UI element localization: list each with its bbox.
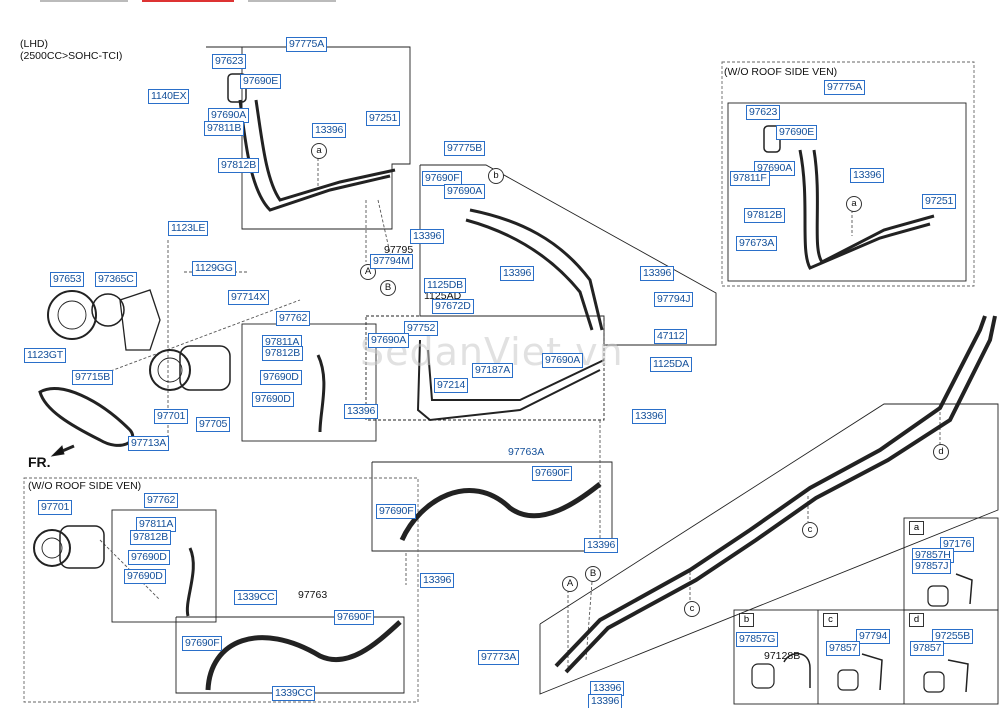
part-callout[interactable]: 97773A xyxy=(478,650,520,665)
marker-B: B xyxy=(585,566,601,582)
part-callout[interactable]: 97690D xyxy=(124,569,166,584)
part-callout[interactable]: 97701 xyxy=(154,409,189,424)
part-callout[interactable]: 1123LE xyxy=(168,221,209,236)
marker-c: c xyxy=(802,522,818,538)
part-callout[interactable]: 13396 xyxy=(640,266,675,281)
part-callout[interactable]: 13396 xyxy=(410,229,445,244)
part-callout[interactable]: 13396 xyxy=(590,681,625,696)
part-callout[interactable]: 97255B xyxy=(932,629,974,644)
part-callout[interactable]: 97690D xyxy=(128,550,170,565)
part-callout[interactable]: 97690A xyxy=(368,333,410,348)
part-callout[interactable]: 97794 xyxy=(856,629,891,644)
part-callout[interactable]: 97690A xyxy=(542,353,584,368)
part-callout[interactable]: 97365C xyxy=(95,272,137,287)
part-label: 97128B xyxy=(764,650,801,662)
marker-A: A xyxy=(562,576,578,592)
part-callout[interactable]: 97812B xyxy=(218,158,260,173)
part-label: 97763A xyxy=(508,446,545,458)
part-callout[interactable]: 97673A xyxy=(736,236,778,251)
part-callout[interactable]: 13396 xyxy=(584,538,619,553)
part-callout[interactable]: 97690D xyxy=(260,370,302,385)
header-engine: (2500CC>SOHC-TCI) xyxy=(20,50,123,62)
part-callout[interactable]: 97690D xyxy=(252,392,294,407)
part-callout[interactable]: 1129GG xyxy=(192,261,236,276)
top-tab xyxy=(40,0,128,2)
part-callout[interactable]: 97762 xyxy=(144,493,179,508)
marker-d: d xyxy=(933,444,949,460)
part-callout[interactable]: 97715B xyxy=(72,370,114,385)
part-callout[interactable]: 97857G xyxy=(736,632,779,647)
part-callout[interactable]: 1140EX xyxy=(148,89,190,104)
part-callout[interactable]: 97251 xyxy=(922,194,957,209)
part-callout[interactable]: 97690F xyxy=(182,636,223,651)
header-model: (LHD) xyxy=(20,38,48,50)
part-callout[interactable]: 1339CC xyxy=(234,590,278,605)
part-callout[interactable]: 97672D xyxy=(432,299,474,314)
part-callout[interactable]: 97775A xyxy=(286,37,328,52)
part-callout[interactable]: 97811B xyxy=(204,121,245,136)
part-callout[interactable]: 97623 xyxy=(212,54,247,69)
marker-b: b xyxy=(488,168,504,184)
part-callout[interactable]: 97857 xyxy=(826,641,861,656)
part-callout[interactable]: 97251 xyxy=(366,111,401,126)
part-callout[interactable]: 97187A xyxy=(472,363,514,378)
detail-key-b: b xyxy=(739,613,754,627)
part-callout[interactable]: 97214 xyxy=(434,378,469,393)
part-callout[interactable]: 97762 xyxy=(276,311,311,326)
part-callout[interactable]: 97794J xyxy=(654,292,694,307)
part-callout[interactable]: 1123GT xyxy=(24,348,66,363)
section-title-wo-roof-right: (W/O ROOF SIDE VEN) xyxy=(724,66,838,78)
part-callout[interactable]: 97794M xyxy=(370,254,413,269)
section-title-wo-roof-left: (W/O ROOF SIDE VEN) xyxy=(28,480,142,492)
part-callout[interactable]: 97775A xyxy=(824,80,866,95)
front-direction-label: FR. xyxy=(28,454,51,470)
part-callout[interactable]: 1125DB xyxy=(424,278,466,293)
part-callout[interactable]: 97857 xyxy=(910,641,945,656)
detail-key-a: a xyxy=(909,521,924,535)
part-callout[interactable]: 13396 xyxy=(344,404,379,419)
marker-B: B xyxy=(380,280,396,296)
part-callout[interactable]: 97812B xyxy=(262,346,304,361)
part-callout[interactable]: 97690F xyxy=(376,504,417,519)
part-callout[interactable]: 13396 xyxy=(632,409,667,424)
part-callout[interactable]: 13396 xyxy=(588,694,623,708)
detail-key-c: c xyxy=(823,613,838,627)
part-callout[interactable]: 97653 xyxy=(50,272,85,287)
part-callout[interactable]: 97752 xyxy=(404,321,439,336)
marker-a: a xyxy=(846,196,862,212)
part-callout[interactable]: 97690E xyxy=(240,74,282,89)
part-callout[interactable]: 97623 xyxy=(746,105,781,120)
part-callout[interactable]: 97812B xyxy=(744,208,786,223)
part-callout[interactable]: 97690A xyxy=(444,184,486,199)
part-callout[interactable]: 13396 xyxy=(850,168,885,183)
top-tab xyxy=(248,0,336,2)
part-callout[interactable]: 1339CC xyxy=(272,686,316,701)
part-callout[interactable]: 13396 xyxy=(312,123,347,138)
marker-c: c xyxy=(684,601,700,617)
part-callout[interactable]: 97690F xyxy=(422,171,463,186)
detail-key-d: d xyxy=(909,613,924,627)
part-callout[interactable]: 47112 xyxy=(654,329,688,344)
part-callout[interactable]: 97690F xyxy=(532,466,573,481)
part-callout[interactable]: 97701 xyxy=(38,500,73,515)
part-callout[interactable]: 97775B xyxy=(444,141,486,156)
part-callout[interactable]: 97705 xyxy=(196,417,231,432)
part-callout[interactable]: 97690E xyxy=(776,125,818,140)
part-callout[interactable]: 1125DA xyxy=(650,357,692,372)
part-callout[interactable]: 13396 xyxy=(420,573,455,588)
part-label: 97763 xyxy=(298,589,328,601)
part-label: 97795 xyxy=(384,244,414,256)
top-tab-active xyxy=(142,0,234,2)
part-callout[interactable]: 97812B xyxy=(130,530,172,545)
part-callout[interactable]: 97714X xyxy=(228,290,270,305)
part-callout[interactable]: 97857J xyxy=(912,559,952,574)
part-callout[interactable]: 97811F xyxy=(730,171,770,186)
part-callout[interactable]: 97690F xyxy=(334,610,375,625)
part-callout[interactable]: 97713A xyxy=(128,436,170,451)
marker-a: a xyxy=(311,143,327,159)
part-callout[interactable]: 13396 xyxy=(500,266,535,281)
